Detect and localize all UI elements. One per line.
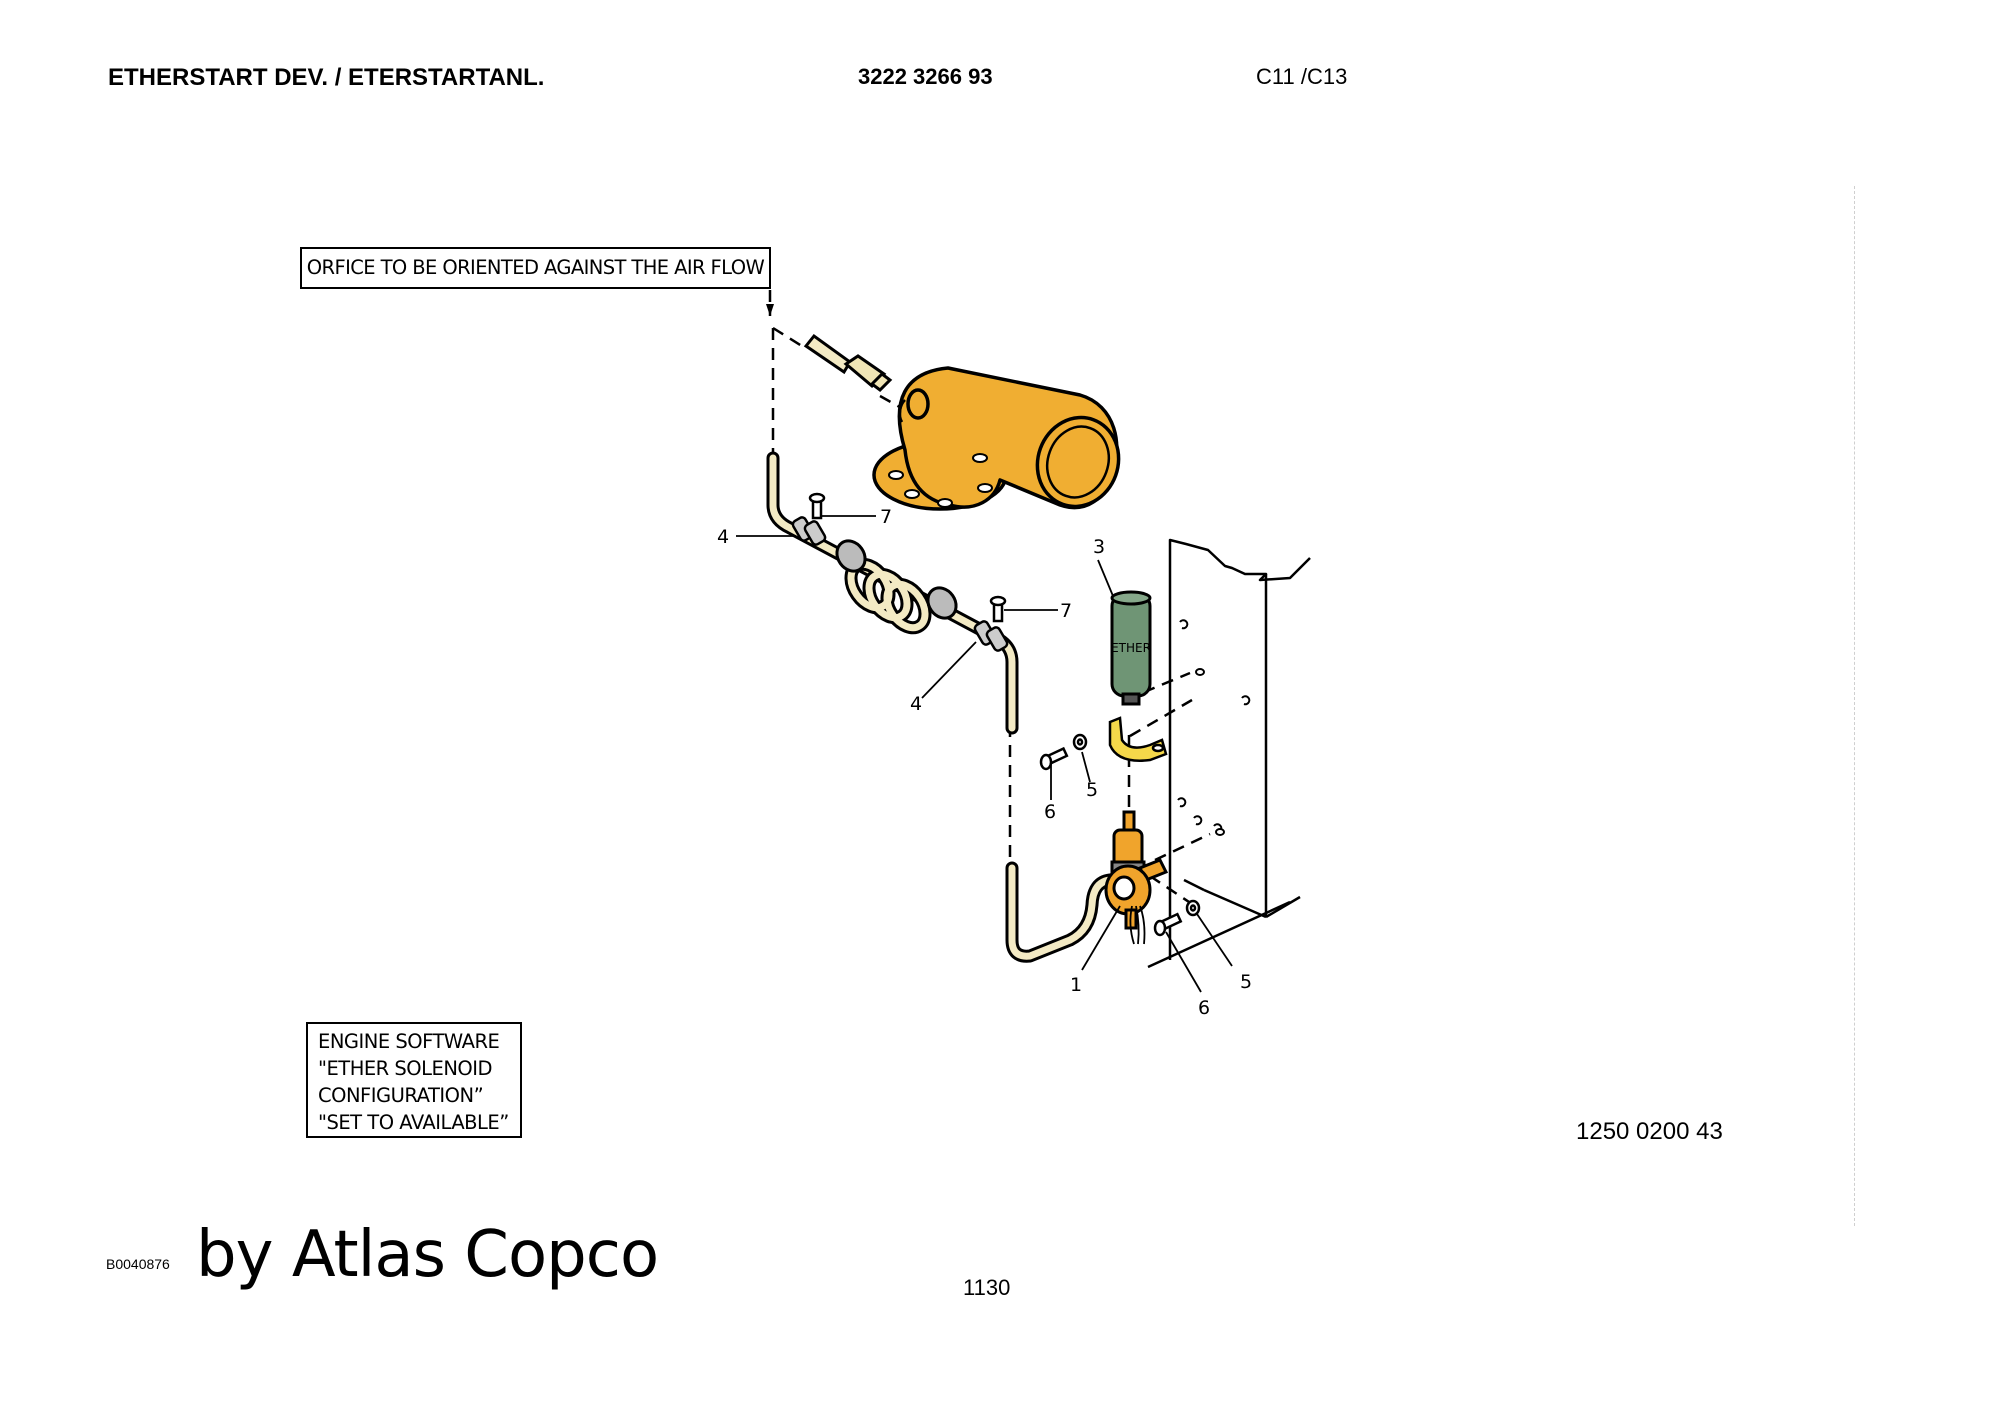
callout-7a: 7 [880, 506, 892, 528]
header-part-number: 3222 3266 93 [858, 64, 993, 89]
drawing-reference: 1250 0200 43 [1576, 1118, 1723, 1145]
footer-brand: by Atlas Copco [196, 1218, 659, 1292]
header-title: ETHERSTART DEV. / ETERSTARTANL. [108, 64, 545, 91]
header-model: C11 /C13 [1256, 64, 1348, 89]
engine-software-note: ENGINE SOFTWARE "ETHER SOLENOID CONFIGUR… [306, 1022, 522, 1138]
screw-upper [1039, 733, 1088, 771]
clamp-screws [808, 492, 1007, 623]
callout-7b: 7 [1060, 600, 1072, 622]
callout-5b: 5 [1240, 971, 1252, 993]
software-note-line: "SET TO AVAILABLE” [318, 1111, 509, 1134]
software-note-line: "ETHER SOLENOID [318, 1057, 493, 1080]
arrow-head [766, 304, 774, 316]
ether-canister [1110, 590, 1152, 706]
footer-code: B0040876 [106, 1256, 170, 1272]
canister-label: ETHER [1111, 641, 1151, 655]
callout-6b: 6 [1198, 997, 1210, 1019]
callout-3: 3 [1093, 536, 1105, 558]
leader-lines [736, 515, 1233, 993]
tube-fittings [835, 539, 958, 620]
ether-tube-lower [1005, 861, 1129, 963]
callout-1: 1 [1070, 974, 1082, 996]
tube-clamps [791, 516, 1009, 652]
ether-solenoid [1104, 810, 1169, 930]
air-inlet-manifold [872, 366, 1121, 511]
mounting-bracket [1147, 538, 1311, 969]
page-number: 1130 [963, 1275, 1011, 1300]
page-edge-line [1854, 186, 1855, 1226]
bracket-holes [1177, 619, 1251, 834]
callout-6a: 6 [1044, 801, 1056, 823]
canister-clip [1108, 716, 1168, 762]
callout-4a: 4 [717, 526, 729, 548]
callout-5a: 5 [1086, 779, 1098, 801]
software-note-line: CONFIGURATION” [318, 1084, 484, 1107]
bracket-screw-tips [1195, 668, 1225, 836]
screw-lower [1153, 899, 1201, 937]
orfice-note: ORFICE TO BE ORIENTED AGAINST THE AIR FL… [300, 247, 771, 289]
solenoid-wires [1129, 905, 1146, 945]
ether-nozzle [803, 333, 893, 392]
software-note-line: ENGINE SOFTWARE [318, 1030, 500, 1053]
callout-4b: 4 [910, 693, 922, 715]
